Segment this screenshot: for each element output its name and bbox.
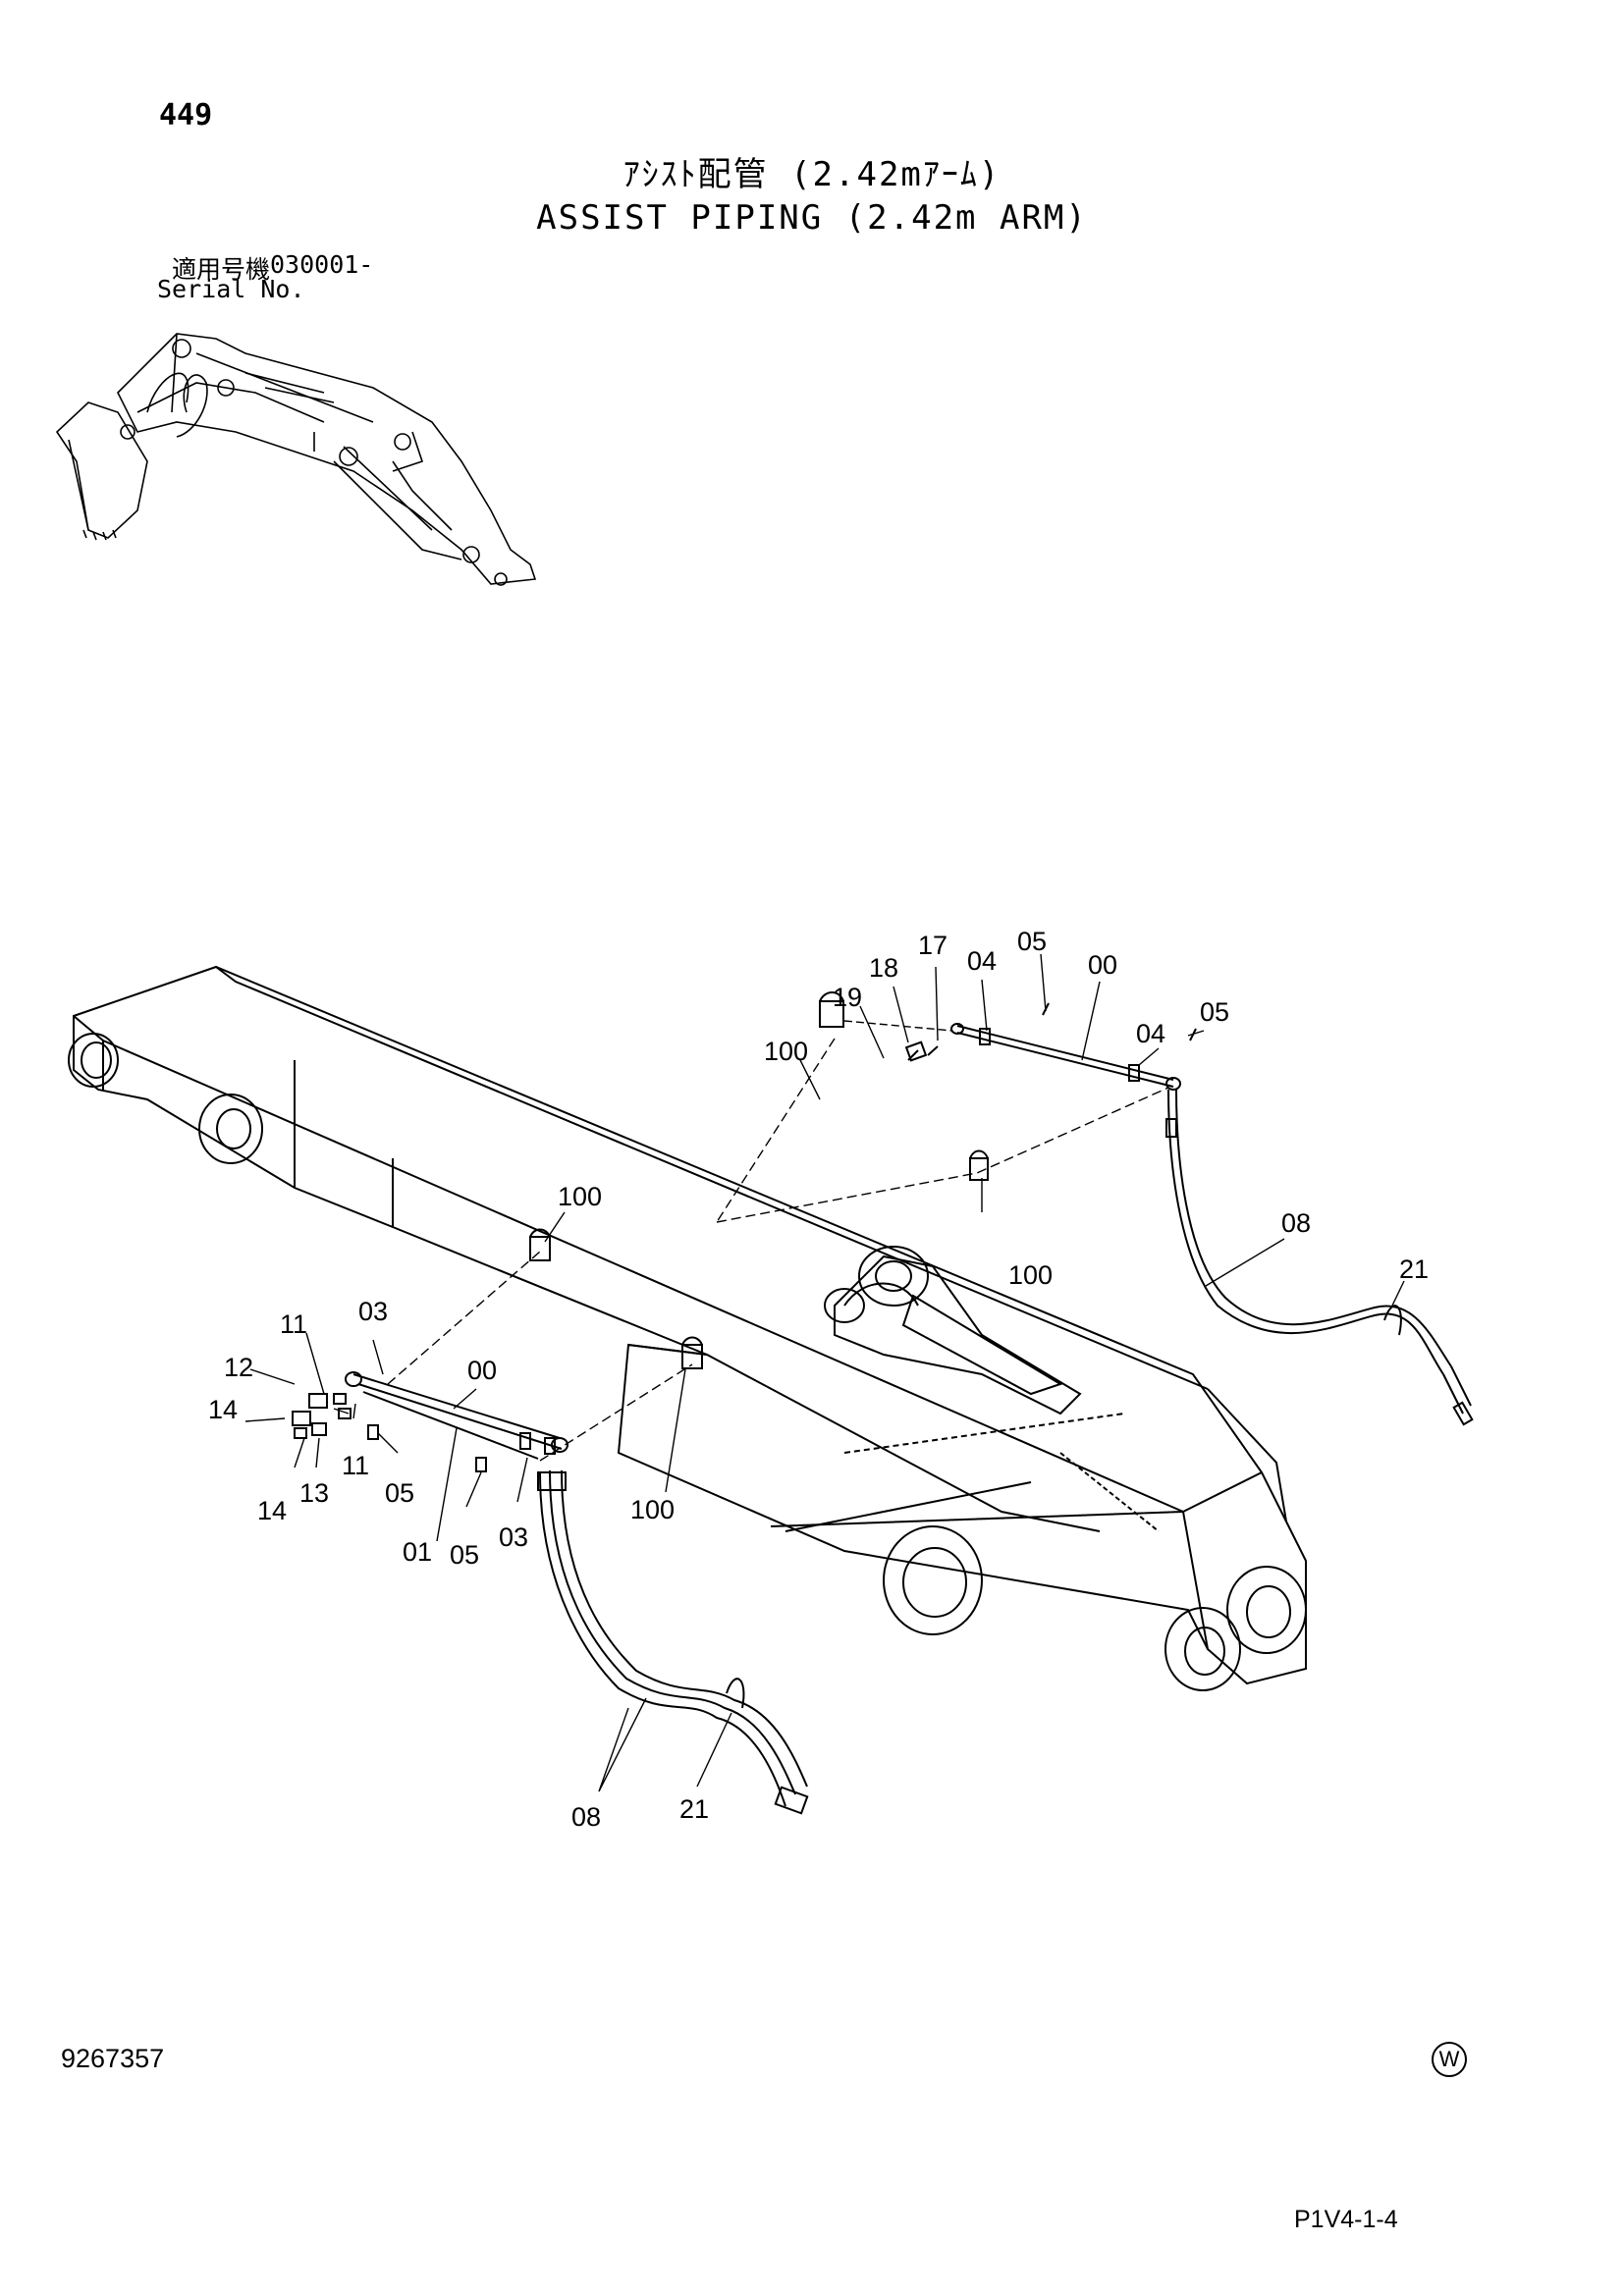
part-label: 14	[208, 1395, 238, 1424]
arm-structure	[68, 965, 1307, 1691]
part-label: 13	[299, 1478, 329, 1508]
part-label: 100	[558, 1182, 602, 1211]
part-label: 11	[280, 1309, 307, 1339]
circled-w-mark: W	[1432, 2042, 1467, 2077]
part-label: 14	[257, 1496, 287, 1525]
part-label: 11	[342, 1451, 369, 1480]
upper-pipe-assembly	[716, 991, 1474, 1426]
part-label: 21	[1399, 1255, 1429, 1284]
page-number: 449	[159, 98, 213, 133]
part-label: 21	[679, 1794, 709, 1824]
part-label: 18	[869, 953, 898, 983]
part-label: 05	[385, 1478, 414, 1508]
serial-number: 030001-	[270, 250, 374, 279]
leader-lines	[244, 953, 1405, 1792]
thumbnail-excavator-front	[55, 333, 537, 586]
part-label: 100	[764, 1037, 808, 1066]
part-label: 08	[1281, 1208, 1311, 1238]
part-label: 05	[450, 1540, 479, 1570]
part-label: 05	[1200, 997, 1229, 1027]
part-label: 17	[918, 931, 947, 960]
part-label: 03	[499, 1522, 528, 1552]
serial-label-english: Serial No.	[157, 275, 305, 303]
serial-label-japanese: 適用号機	[172, 255, 271, 284]
part-label: 05	[1017, 927, 1047, 956]
part-label: 100	[1008, 1260, 1053, 1290]
part-label: 04	[1136, 1019, 1165, 1048]
part-label: 00	[467, 1356, 497, 1385]
title-japanese: ｱｼｽﾄ配管 (2.42mｱｰﾑ)	[623, 155, 1001, 194]
lower-pipe-assembly	[292, 1228, 809, 1815]
part-label: 19	[833, 983, 862, 1012]
part-label: 12	[224, 1353, 253, 1382]
part-label: 100	[630, 1495, 675, 1524]
part-label: 04	[967, 946, 997, 976]
part-label: 01	[403, 1537, 432, 1567]
part-label: 08	[571, 1802, 601, 1832]
part-label: 00	[1088, 950, 1117, 980]
part-label: 03	[358, 1297, 388, 1326]
part-labels: 17 05 18 04 00 19 05 04 100 100 08 100 2…	[208, 927, 1429, 1832]
document-number: 9267357	[61, 2044, 165, 2073]
page-code: P1V4-1-4	[1294, 2206, 1398, 2233]
title-english: ASSIST PIPING (2.42m ARM)	[536, 198, 1088, 238]
